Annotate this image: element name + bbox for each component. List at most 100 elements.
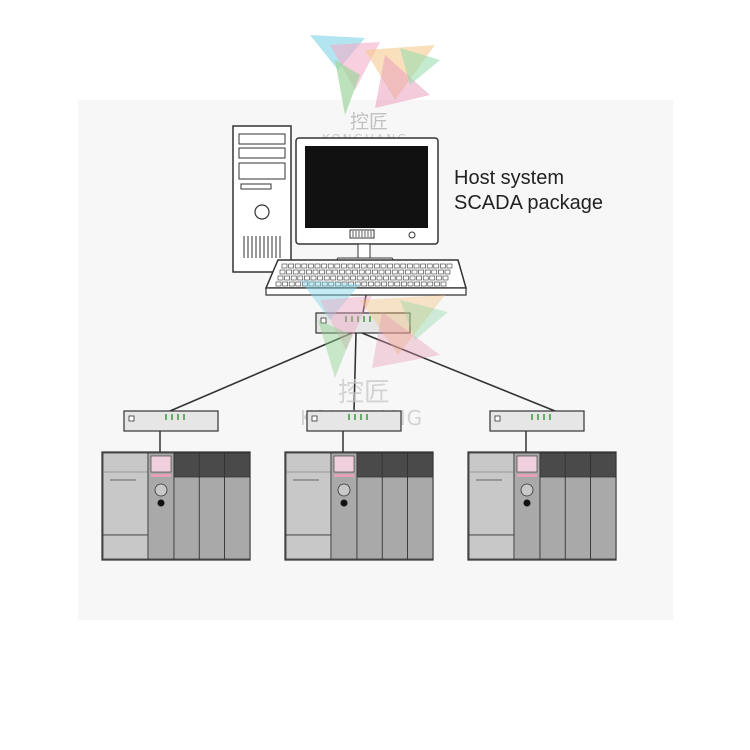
node-hub [489, 410, 585, 432]
keyboard-key [398, 269, 405, 275]
keyboard-key [288, 263, 294, 269]
keyboard-key [381, 281, 387, 287]
keyboard-key [380, 263, 387, 269]
keyboard-key [383, 275, 389, 281]
keyboard-key [356, 275, 363, 281]
keyboard-key [372, 269, 378, 275]
keyboard-key [429, 275, 436, 281]
keyboard-key [420, 263, 426, 269]
keyboard-key [337, 275, 343, 281]
io-module-header [407, 452, 434, 478]
keyboard-key [299, 269, 306, 275]
keyboard-key [401, 281, 407, 287]
host-to-hub-link [362, 294, 367, 314]
io-module-header [381, 452, 408, 478]
keyboard-key [315, 281, 321, 287]
power-supply-module [102, 452, 149, 536]
link-to-left-hub [169, 332, 353, 412]
keyboard-key [374, 263, 380, 269]
keyboard-key [314, 263, 321, 269]
keyboard-key [288, 281, 295, 287]
keyboard-key [438, 269, 444, 275]
keyboard-key [345, 269, 352, 275]
keyboard-key [416, 275, 422, 281]
keyboard-key [275, 281, 282, 287]
power-supply-module [468, 452, 515, 536]
cpu-indicator-strip [151, 474, 171, 477]
keyboard-key [414, 281, 420, 287]
keyboard-key [409, 275, 416, 281]
hub-port [311, 415, 318, 422]
keyboard-key [405, 269, 411, 275]
keyboard-key [436, 275, 442, 281]
keyboard-key [358, 269, 365, 275]
node-hub [306, 410, 402, 432]
keyboard-key [396, 275, 403, 281]
keyboard-key [394, 281, 401, 287]
keyboard-key [368, 281, 374, 287]
keyboard-key [343, 275, 350, 281]
monitor-screen [305, 146, 428, 228]
hub-links [169, 332, 556, 412]
keyboard-key [433, 263, 440, 269]
keyboard-key [422, 275, 429, 281]
keyboard-key [440, 263, 446, 269]
keyboard-key [295, 281, 302, 287]
keyboard-key [352, 269, 358, 275]
keyboard-key [282, 281, 288, 287]
keyboard-key [360, 263, 367, 269]
keyboard-key [387, 281, 394, 287]
keyboard-key [400, 263, 407, 269]
keyboard-key [424, 269, 431, 275]
cpu-port [340, 499, 348, 507]
computer-tower [232, 125, 292, 273]
keyboard-key [292, 269, 299, 275]
cpu-indicator-strip [517, 474, 537, 477]
cpu-mode-switch [337, 483, 351, 497]
keyboard-key [370, 275, 376, 281]
keyboard-key [301, 263, 308, 269]
io-module-header [224, 452, 251, 478]
keyboard-key [442, 275, 449, 281]
power-supply-base [102, 534, 149, 560]
link-to-center-hub [353, 332, 357, 412]
io-module-header [539, 452, 566, 478]
io-module-header [356, 452, 383, 478]
keyboard-key [341, 263, 347, 269]
keyboard-key [294, 263, 301, 269]
keyboard-key [321, 281, 328, 287]
keyboard-key [363, 275, 370, 281]
cpu-status-panel [333, 455, 355, 473]
keyboard-key [385, 269, 391, 275]
keyboard-key [361, 281, 368, 287]
keyboard-key [411, 269, 418, 275]
controller-node-left [101, 410, 251, 561]
io-module-header [590, 452, 617, 478]
keyboard-key [325, 269, 332, 275]
keyboard-key [420, 281, 427, 287]
keyboard-key [378, 269, 385, 275]
keyboard-key [354, 281, 361, 287]
controller-node-center [284, 410, 434, 561]
keyboard-key [391, 269, 398, 275]
keyboard-key [427, 281, 434, 287]
cpu-mode-switch [154, 483, 168, 497]
keyboard-key [347, 263, 354, 269]
keyboard-key [279, 269, 286, 275]
cpu-mode-switch [520, 483, 534, 497]
keyboard-key [286, 269, 292, 275]
keyboard-key [327, 263, 334, 269]
keyboard-key [350, 275, 356, 281]
keyboard-key [328, 281, 335, 287]
cpu-port [157, 499, 165, 507]
keyboard-key [308, 263, 314, 269]
watermark-chinese-middle: 控匠 [338, 378, 390, 408]
cpu-port [523, 499, 531, 507]
keyboard-key [330, 275, 337, 281]
controller-node-right [467, 410, 617, 561]
node-hub [123, 410, 219, 432]
keyboard-key [277, 275, 284, 281]
io-module-header [173, 452, 200, 478]
keyboard-key [312, 269, 319, 275]
keyboard-key [418, 269, 424, 275]
